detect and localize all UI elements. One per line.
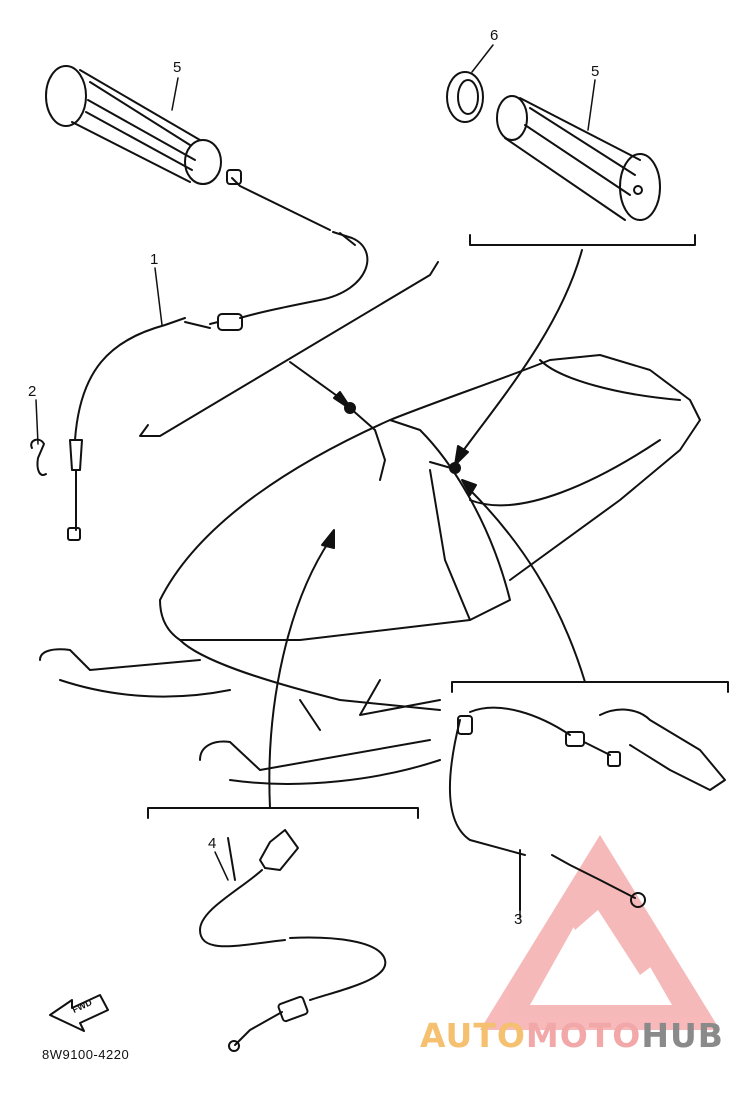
callout-6: 6 <box>490 27 499 44</box>
speedometer-cable <box>199 829 387 1052</box>
snowmobile-body <box>39 354 701 785</box>
right-handle-grip <box>496 95 661 221</box>
fwd-arrow-icon <box>49 994 109 1032</box>
left-handle-grip <box>45 65 222 185</box>
watermark-part-1: AUTO <box>420 1016 526 1055</box>
drawing-code: 8W9100-4220 <box>42 1047 130 1062</box>
grip-collar <box>446 71 484 123</box>
callout-2: 2 <box>28 383 37 400</box>
callout-leaders <box>35 44 596 919</box>
watermark-brand: AUTOMOTOHUB <box>420 1016 724 1055</box>
callout-4: 4 <box>208 835 217 852</box>
throttle-cable <box>67 169 369 541</box>
watermark-part-2: MOTO <box>525 1016 642 1055</box>
watermark-part-3: HUB <box>641 1016 724 1055</box>
callout-5-left: 5 <box>173 59 182 76</box>
callout-5-right: 5 <box>591 63 600 80</box>
leader-arrows <box>268 249 586 809</box>
callout-3: 3 <box>514 911 523 928</box>
group-brackets <box>139 234 729 819</box>
brake-cable <box>449 706 726 911</box>
watermark-triangle <box>480 835 720 1030</box>
cable-clip <box>30 438 47 476</box>
callout-1: 1 <box>150 251 159 268</box>
